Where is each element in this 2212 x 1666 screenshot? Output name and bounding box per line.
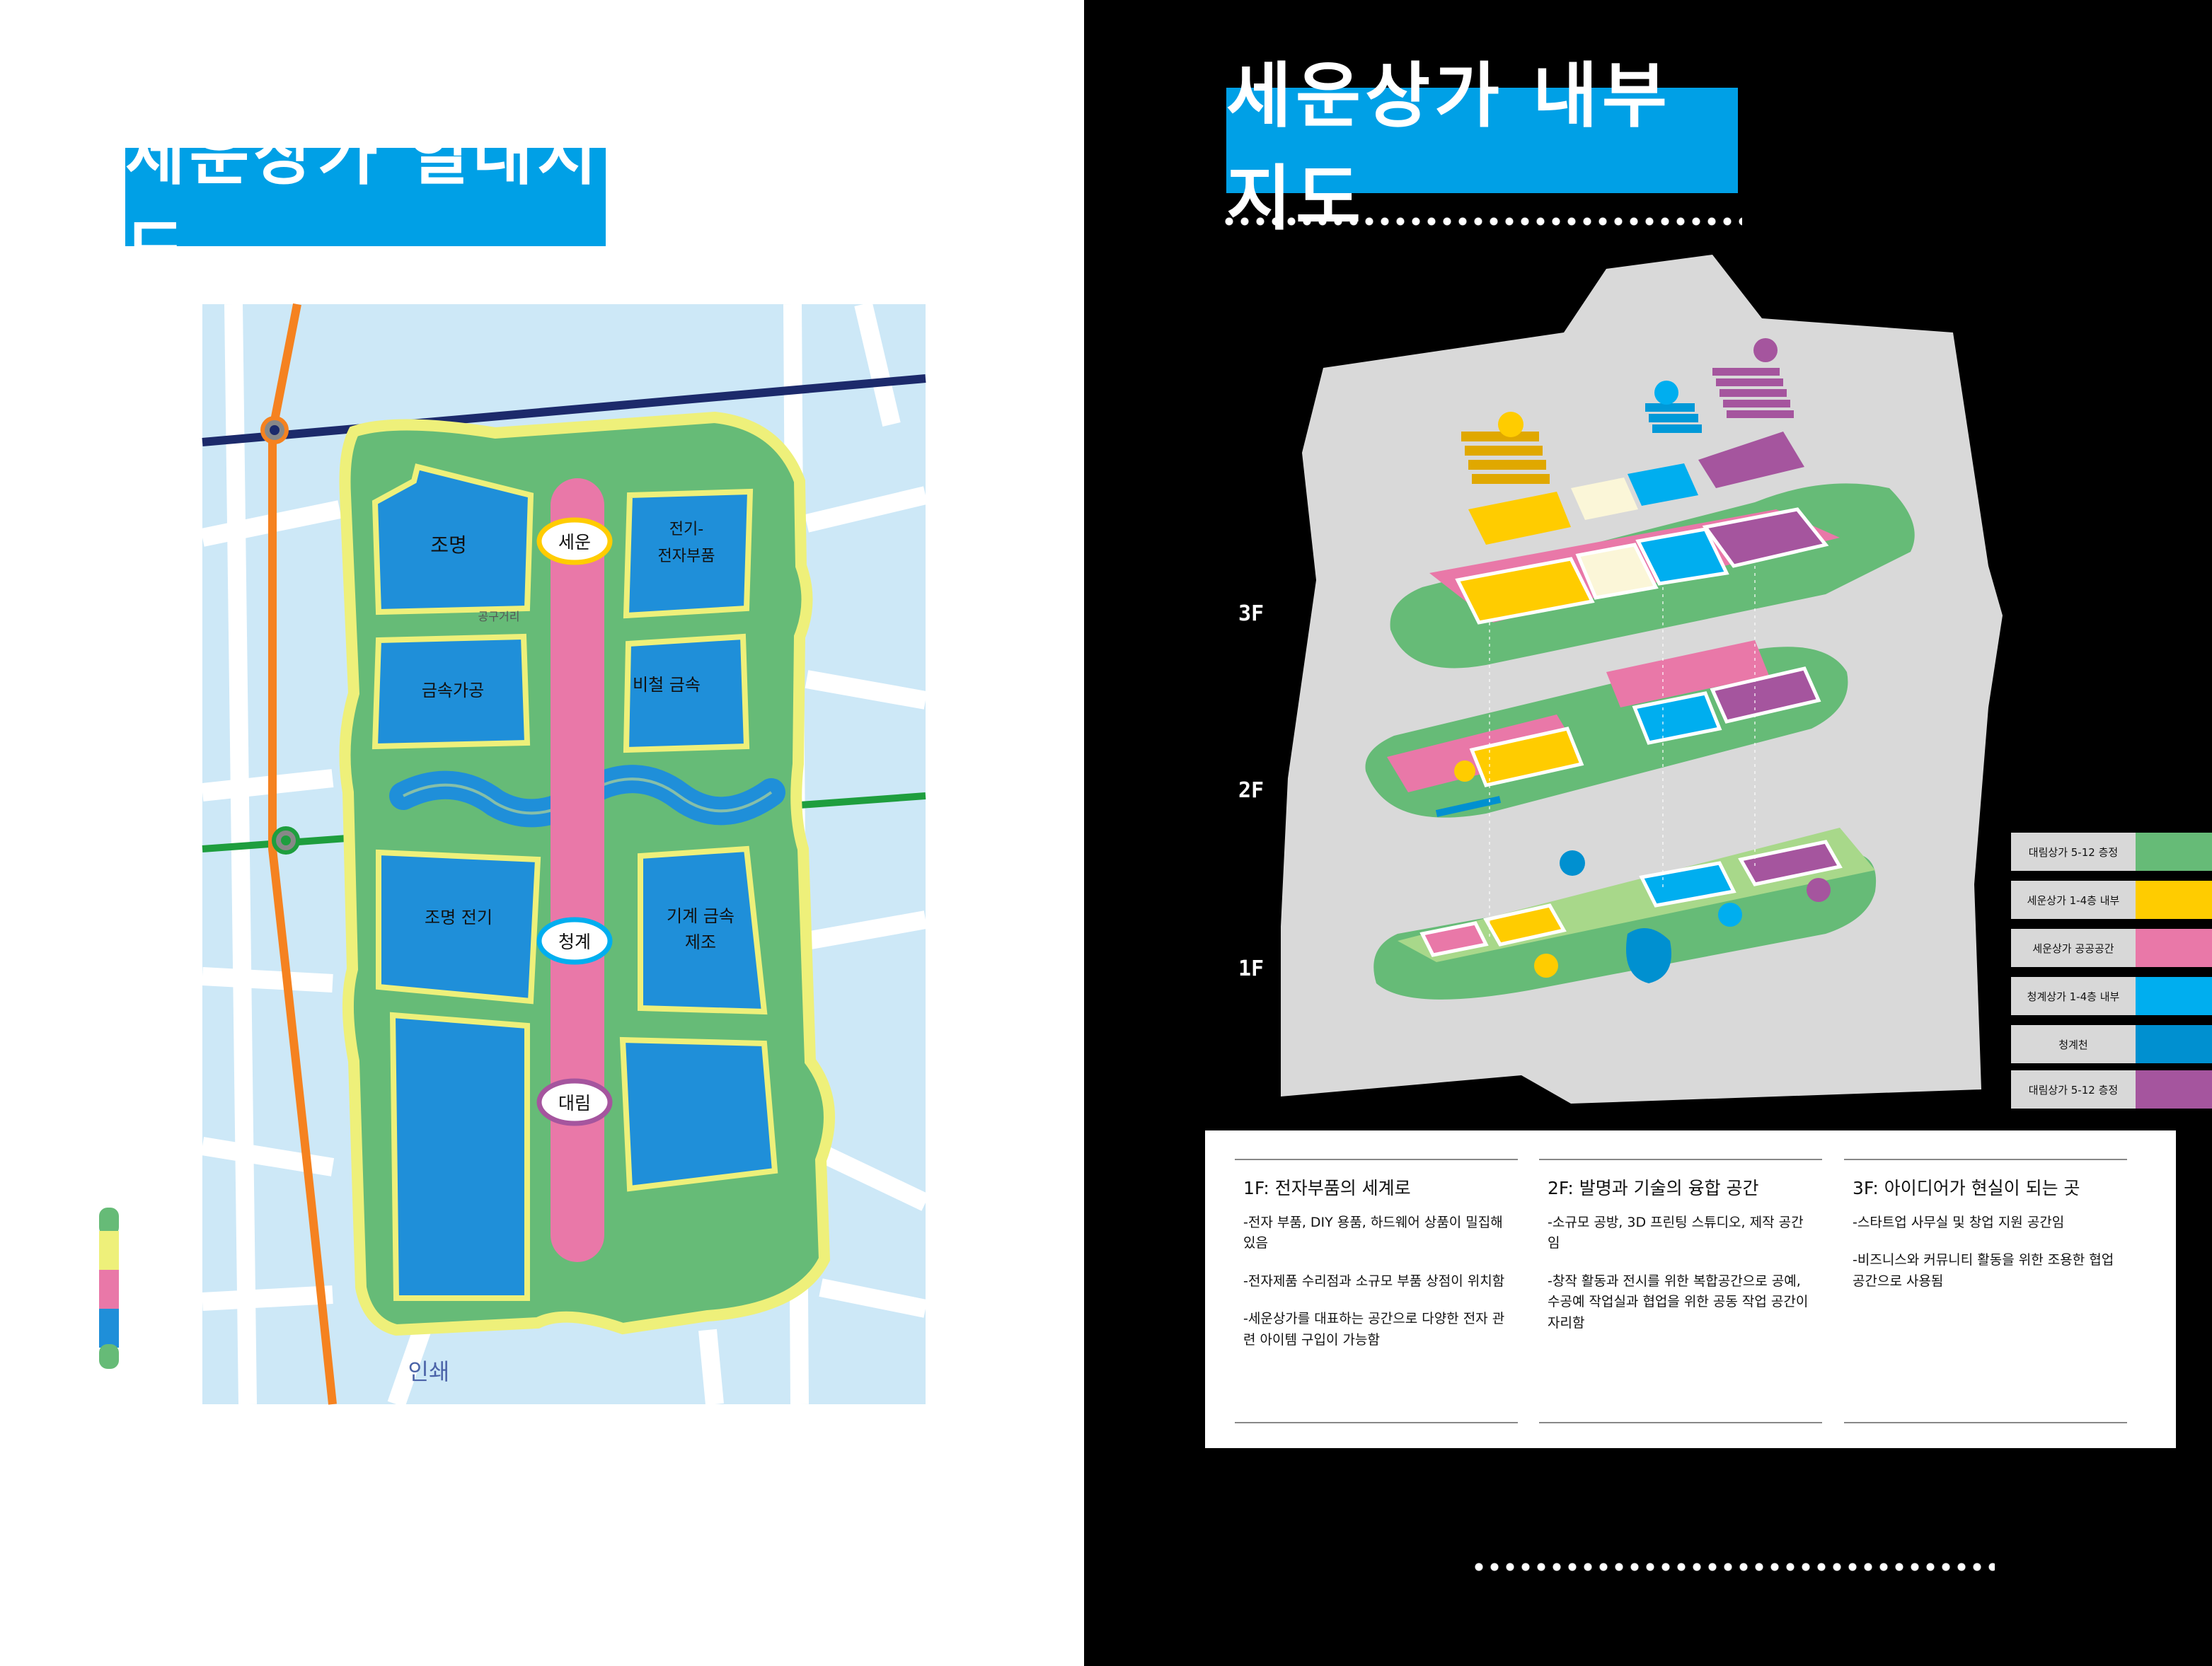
info-line: -전자 부품, DIY 용품, 하드웨어 상품이 밀집해있음 (1243, 1215, 1503, 1251)
legend-row: 청계천 (2011, 1025, 2212, 1063)
label-block-lighting-electric: 조명 전기 (425, 908, 492, 927)
block-sw (389, 1012, 530, 1301)
label-block-machinery-2: 제조 (685, 932, 716, 952)
info-heading: 2F: 발명과 기술의 융합 공간 (1548, 1178, 1759, 1198)
label-district-printing: 인쇄 (408, 1358, 450, 1385)
info-line: -창작 활동과 전시를 위한 복합공간으로 공예, 수공예 작업실과 협업을 위… (1548, 1273, 1809, 1331)
info-line: -전자제품 수리점과 소규모 부품 상점이 위치함 (1243, 1273, 1505, 1289)
legend-swatch (2136, 833, 2212, 871)
legend-row: 청계상가 1-4층 내부 (2011, 977, 2212, 1015)
subway-line-orange (268, 303, 337, 1405)
label-block-electronics-1: 전기- (669, 521, 703, 538)
floor-label-2f: 2F (1238, 778, 1265, 803)
subway-line-navy (202, 374, 926, 446)
legend-swatch (2136, 1070, 2212, 1109)
block-nonferrous (623, 633, 750, 753)
stack-blue (1645, 381, 1702, 433)
label-block-lighting: 조명 (430, 533, 467, 557)
floor-label-3f: 3F (1238, 601, 1265, 626)
legend-row: 세운상가 1-4층 내부 (2011, 881, 2212, 919)
sewoon-spine (551, 478, 604, 1262)
legend-label: 세운상가 1-4층 내부 (2011, 881, 2136, 919)
info-column-1f: 1F: 전자부품의 세계로 -전자 부품, DIY 용품, 하드웨어 상품이 밀… (1235, 1159, 1518, 1423)
stack-purple (1712, 338, 1794, 418)
floor-info-panel: 1F: 전자부품의 세계로 -전자 부품, DIY 용품, 하드웨어 상품이 밀… (1205, 1130, 2176, 1448)
station-daerim: 대림 (558, 1093, 591, 1113)
info-heading: 3F: 아이디어가 현실이 되는 곳 (1853, 1178, 2080, 1198)
decorative-dots-top (1221, 216, 1742, 226)
legend-label: 대림상가 5-12 층정 (2011, 1070, 2136, 1109)
block-se (619, 1036, 778, 1192)
info-line: -소규모 공방, 3D 프린팅 스튜디오, 제작 공간임 (1548, 1215, 1804, 1251)
info-line: -스타트업 사무실 및 창업 지원 공간임 (1853, 1215, 2065, 1230)
legend-label: 청계상가 1-4층 내부 (2011, 977, 2136, 1015)
stack-yellow (1461, 412, 1550, 484)
station-markers (536, 517, 613, 1126)
legend-swatch (2136, 881, 2212, 919)
floor-label-1f: 1F (1238, 956, 1265, 981)
info-column-3f: 3F: 아이디어가 현실이 되는 곳 -스타트업 사무실 및 창업 지원 공간임… (1844, 1159, 2127, 1423)
block-metalwork (371, 633, 531, 750)
info-column-2f: 2F: 발명과 기술의 융합 공간 -소규모 공방, 3D 프린팅 스튜디오, … (1539, 1159, 1822, 1423)
info-line: -비즈니스와 커뮤니티 활동을 위한 조용한 협업 공간으로 사용됨 (1853, 1252, 2114, 1289)
building-blocks (371, 463, 778, 1301)
label-street: 공구거리 (478, 610, 520, 623)
info-line: -세운상가를 대표하는 공간으로 다양한 전자 관련 아이템 구입이 가능함 (1243, 1311, 1505, 1348)
legend-swatch (2136, 929, 2212, 967)
block-lighting (371, 463, 534, 615)
label-block-machinery-1: 기계 금속 (667, 906, 735, 926)
legend-row: 대림상가 5-12 층정 (2011, 833, 2212, 871)
label-block-nonferrous: 비철 금속 (633, 675, 701, 695)
station-sewoon: 세운 (558, 532, 591, 553)
legend-label: 세운상가 공공공간 (2011, 929, 2136, 967)
station-cheonggye: 청계 (558, 932, 591, 952)
legend-row: 세운상가 공공공간 (2011, 929, 2212, 967)
map-color-legend (99, 1208, 119, 1369)
legend-row: 대림상가 5-12 층정 (2011, 1070, 2212, 1109)
legend-swatch (2136, 977, 2212, 1015)
label-block-metalwork: 금속가공 (422, 681, 484, 700)
legend-label: 청계천 (2011, 1025, 2136, 1063)
legend-swatch (2136, 1025, 2212, 1063)
info-heading: 1F: 전자부품의 세계로 (1243, 1178, 1411, 1198)
block-lighting-electric (376, 849, 541, 1005)
label-block-electronics-2: 전자부품 (658, 548, 715, 565)
block-electronics (623, 488, 754, 619)
block-machinery (638, 845, 768, 1015)
decorative-dots-bottom (1471, 1562, 1995, 1572)
legend-label: 대림상가 5-12 층정 (2011, 833, 2136, 871)
